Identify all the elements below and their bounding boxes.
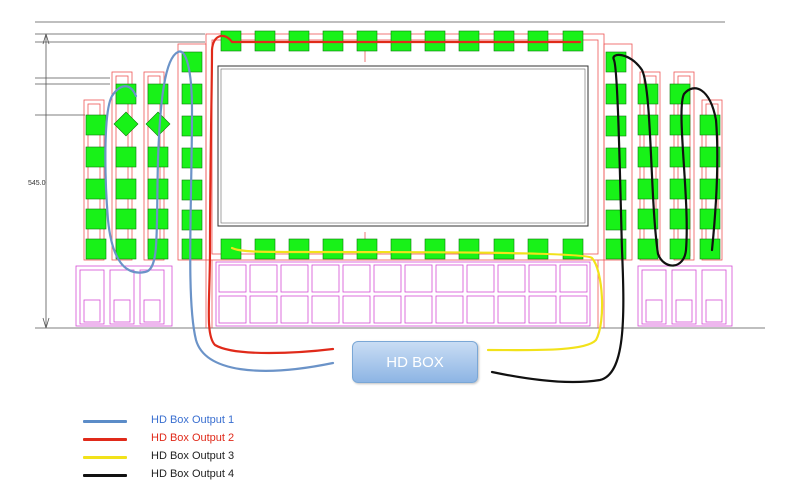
lower-grid-cell	[466, 295, 495, 324]
legend-label-2: HD Box Output 2	[151, 432, 235, 444]
led-panel-right-col1-3	[637, 178, 659, 200]
lower-grid-cell	[528, 264, 557, 293]
lower-grid-cell	[342, 295, 371, 324]
led-panel-bottom-7	[458, 238, 480, 260]
led-panel-bottom-3	[322, 238, 344, 260]
led-panel-right-col1-4	[637, 208, 659, 230]
legend-label-1: HD Box Output 1	[151, 414, 235, 426]
led-panel-bottom-5	[390, 238, 412, 260]
lower-grid-cell	[311, 264, 340, 293]
led-panel-right-inner-3	[605, 147, 627, 169]
lower-grid-cell	[280, 295, 309, 324]
center-screen	[217, 65, 589, 227]
lower-grid-cell	[528, 295, 557, 324]
led-panel-right-col2-2	[669, 146, 691, 168]
frame-lines	[35, 21, 765, 329]
legend-line-1	[83, 420, 127, 423]
cable-output-4	[490, 53, 719, 384]
hd-box-label: HD BOX	[386, 353, 444, 371]
lower-grid-cell	[559, 295, 588, 324]
lower-grid-cell	[435, 264, 464, 293]
led-panel-left-col3-0	[147, 83, 169, 105]
led-panel-right-inner-4	[605, 179, 627, 201]
led-panel-right-col3-4	[699, 238, 721, 260]
led-panel-left-col2-3	[115, 208, 137, 230]
lower-grid-cell	[218, 264, 247, 293]
lower-led-grid	[215, 261, 591, 327]
led-panel-left-col2-4	[115, 238, 137, 260]
led-panel-left-inner-6	[181, 238, 203, 260]
cable-output-3	[230, 246, 604, 352]
center-screen-inner	[220, 68, 586, 224]
led-panel-right-col1-5	[637, 238, 659, 260]
led-panel-left-col1-3	[85, 208, 107, 230]
led-panel-left-diamond-1	[113, 111, 139, 137]
dimension-label: 545.0	[28, 180, 46, 187]
led-panel-right-col2-3	[669, 178, 691, 200]
led-panel-right-col3-2	[699, 178, 721, 200]
led-panel-right-col2-4	[669, 208, 691, 230]
lower-grid-cell	[249, 264, 278, 293]
led-panel-left-col2-1	[115, 146, 137, 168]
legend-line-2	[83, 438, 127, 441]
led-panel-right-inner-2	[605, 115, 627, 137]
led-panel-bottom-6	[424, 238, 446, 260]
lower-grid-cell	[497, 264, 526, 293]
led-panel-bottom-1	[254, 238, 276, 260]
lower-grid-cell	[218, 295, 247, 324]
lower-grid-cell	[311, 295, 340, 324]
led-panel-right-col2-0	[669, 83, 691, 105]
led-panel-left-col1-4	[85, 238, 107, 260]
lower-grid-cell	[280, 264, 309, 293]
led-panel-left-diamond-2	[145, 111, 171, 137]
lower-grid-cell	[373, 264, 402, 293]
cable-output-1	[104, 50, 335, 372]
led-panel-right-col3-3	[699, 208, 721, 230]
led-panel-right-inner-5	[605, 209, 627, 231]
lower-grid-cell	[404, 295, 433, 324]
led-panel-left-col1-0	[85, 114, 107, 136]
lower-grid-cell	[559, 264, 588, 293]
lower-grid-cell	[497, 295, 526, 324]
led-panel-bottom-2	[288, 238, 310, 260]
cable-output-2	[207, 34, 582, 355]
lower-grid-cell	[466, 264, 495, 293]
legend-label-3: HD Box Output 3	[151, 450, 235, 462]
led-panel-left-inner-0	[181, 51, 203, 73]
led-panel-left-col3-4	[147, 238, 169, 260]
lower-grid-cell	[404, 264, 433, 293]
legend-line-3	[83, 456, 127, 459]
led-panel-right-col2-1	[669, 114, 691, 136]
lower-grid-cell	[435, 295, 464, 324]
led-panel-bottom-8	[493, 238, 515, 260]
led-panel-left-col2-2	[115, 178, 137, 200]
legend-line-4	[83, 474, 127, 477]
led-panel-left-col1-2	[85, 178, 107, 200]
legend-label-4: HD Box Output 4	[151, 468, 235, 480]
led-panel-bottom-4	[356, 238, 378, 260]
led-panel-right-col3-1	[699, 146, 721, 168]
led-panel-bottom-0	[220, 238, 242, 260]
side-bases	[75, 265, 733, 327]
led-panel-right-col1-2	[637, 146, 659, 168]
led-panel-left-inner-5	[181, 209, 203, 231]
led-panel-bottom-9	[527, 238, 549, 260]
lower-grid-cell	[249, 295, 278, 324]
hd-box-button[interactable]: HD BOX	[352, 341, 478, 383]
lower-grid-cell	[373, 295, 402, 324]
lower-grid-cell	[342, 264, 371, 293]
led-panel-left-col1-1	[85, 146, 107, 168]
